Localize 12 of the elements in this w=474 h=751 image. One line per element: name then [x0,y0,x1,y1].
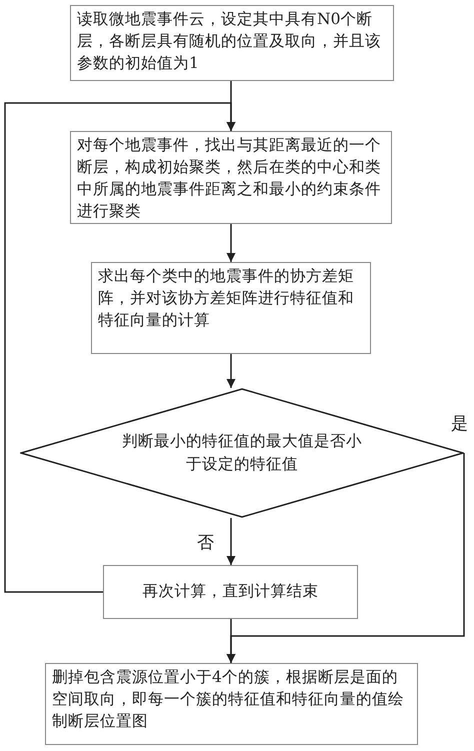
arrow [226,619,236,663]
arrow [226,518,236,565]
arrow [4,102,236,593]
process-box: 读取微地震事件云，设定其中具有N0个断层，各断层具有随机的位置及取向，并且该参数的初始值为1 [70,5,394,81]
edge-label: 否 [196,533,215,553]
edge-label: 是 [450,414,469,434]
process-box: 对每个地震事件，找出与其距离最近的一个断层，构成初始聚类，然后在类的中心和类中所属的地震事件距离之和最小的约束条件进行聚类 [70,131,392,224]
arrow [226,224,236,262]
arrow [226,354,236,388]
process-box: 删掉包含震源位置小于4个的簇，根据断层是面的空间取向，即每一个簇的特征值和特征向量的值绘制断层位置图 [45,663,418,745]
process-box: 求出每个类中的地震事件的协方差矩阵，并对该协方差矩阵进行特征值和特征向量的计算 [91,262,371,354]
process-box: 再次计算，直到计算结束 [103,565,358,619]
